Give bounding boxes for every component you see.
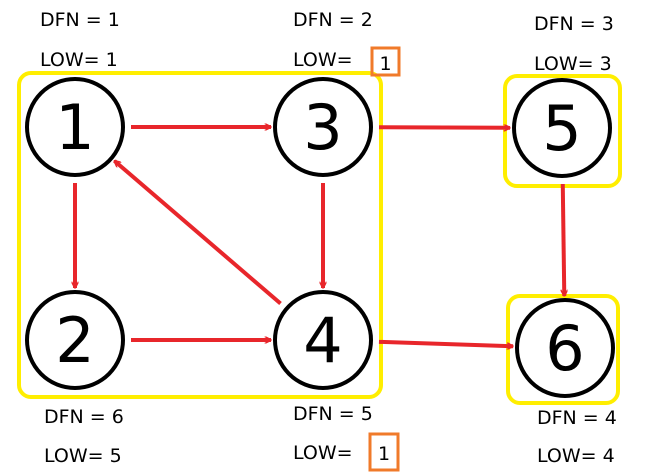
node-label-4: 4 — [303, 304, 342, 377]
low-label-node-3: LOW= — [293, 49, 353, 71]
node-circle-4 — [273, 290, 373, 390]
node-label-5: 5 — [542, 92, 581, 165]
dfn-label-node-1: DFN = 1 — [40, 9, 120, 31]
node-4: 4 — [273, 290, 373, 390]
dfn-label-node-6: DFN = 4 — [537, 407, 617, 429]
low-highlight-box-node-4 — [368, 432, 400, 472]
node-6: 6 — [515, 298, 615, 398]
dfn-label-node-3: DFN = 2 — [293, 9, 373, 31]
label-node-6: DFN = 4 LOW= 4 — [537, 407, 617, 467]
label-node-1: DFN = 1 LOW= 1 — [40, 9, 120, 71]
edge-5-to-6 — [563, 183, 565, 296]
node-5: 5 — [512, 78, 612, 178]
low-label-node-6: LOW= 4 — [537, 445, 615, 467]
node-layer: 1 2 3 4 5 6 — [25, 77, 615, 398]
low-highlight-box-node-3 — [370, 46, 401, 77]
node-circle-5 — [512, 78, 612, 178]
node-label-1: 1 — [55, 91, 94, 164]
node-circle-2 — [25, 290, 125, 390]
node-3: 3 — [273, 77, 373, 177]
node-2: 2 — [25, 290, 125, 390]
edge-3-to-5 — [378, 127, 510, 128]
edge-4-to-6 — [378, 339, 513, 346]
label-node-2: DFN = 6 LOW= 5 — [44, 406, 124, 467]
label-node-3: DFN = 2 LOW= 1 — [293, 9, 401, 77]
dfn-label-node-5: DFN = 3 — [534, 13, 614, 35]
edge-layer — [75, 127, 564, 346]
edge-4-to-1 — [114, 159, 282, 306]
low-value-node-3: 1 — [379, 53, 391, 75]
low-label-node-2: LOW= 5 — [44, 445, 122, 467]
node-1: 1 — [25, 77, 125, 177]
node-circle-3 — [273, 77, 373, 177]
low-value-node-4: 1 — [378, 443, 390, 465]
low-label-node-5: LOW= 3 — [534, 53, 612, 75]
label-node-5: DFN = 3 LOW= 3 — [534, 13, 614, 75]
group-scc-1-2-3-4 — [17, 71, 383, 399]
low-label-node-1: LOW= 1 — [40, 49, 118, 71]
node-circle-1 — [25, 77, 125, 177]
node-label-2: 2 — [55, 304, 94, 377]
dfn-label-node-2: DFN = 6 — [44, 406, 124, 428]
node-label-3: 3 — [303, 91, 342, 164]
node-label-6: 6 — [545, 312, 584, 385]
label-node-4: DFN = 5 LOW= 1 — [293, 403, 400, 472]
node-circle-6 — [515, 298, 615, 398]
dfn-label-node-4: DFN = 5 — [293, 403, 373, 425]
low-label-node-4: LOW= — [293, 442, 353, 464]
